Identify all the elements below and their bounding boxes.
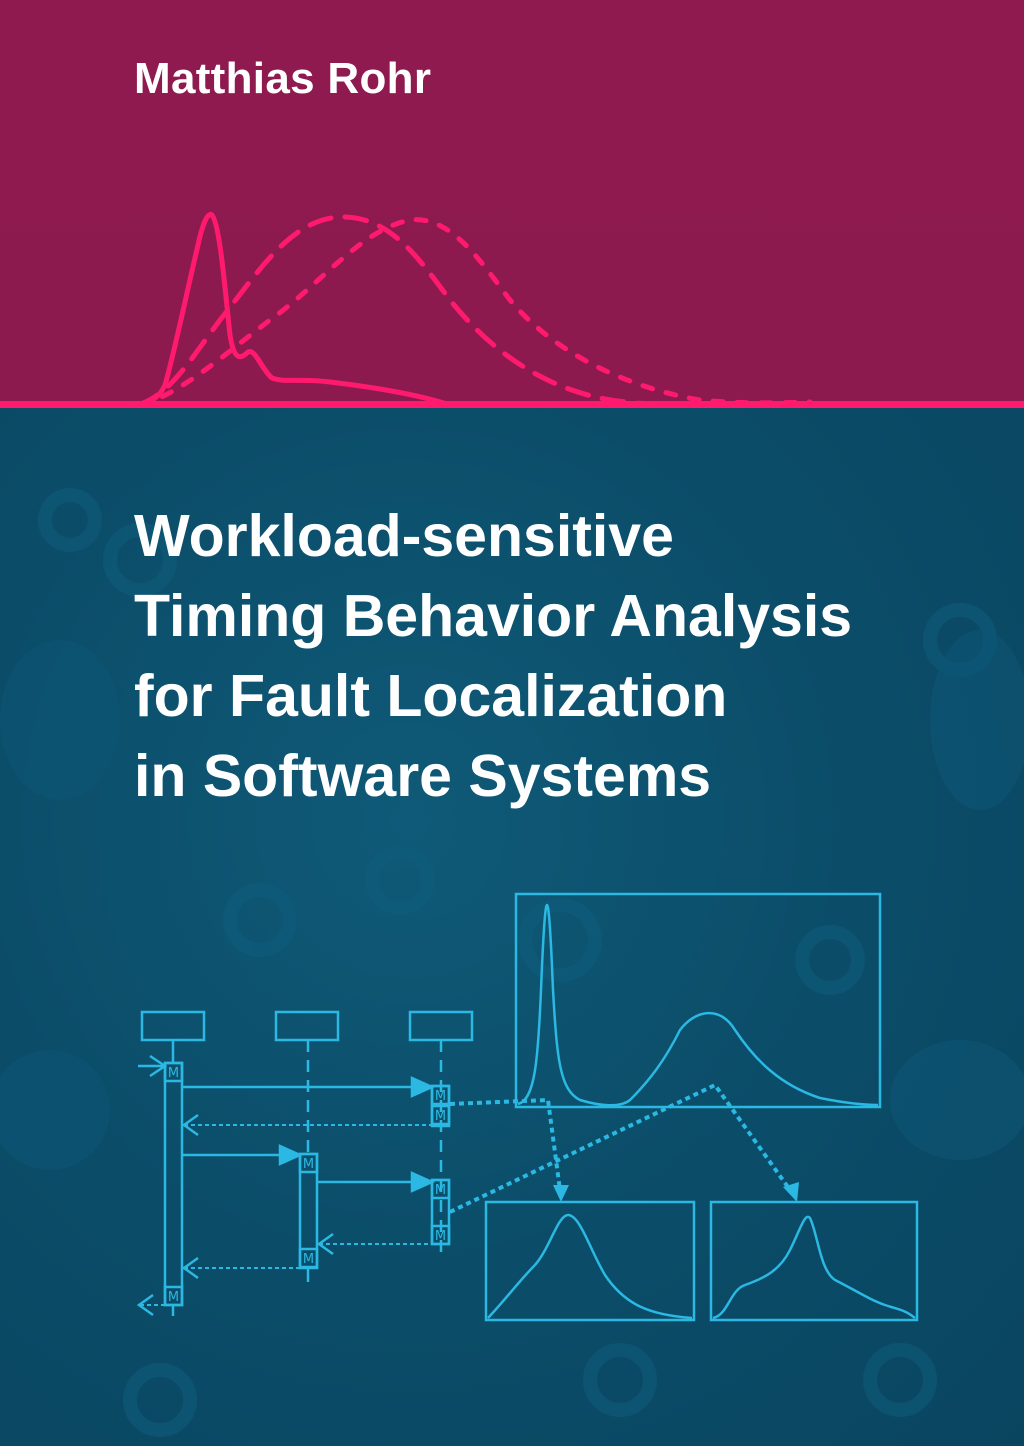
title-line: in Software Systems [134, 743, 712, 809]
activation-bar [163, 1061, 184, 1307]
measurement-marker: M [168, 1290, 179, 1305]
book-title: Workload-sensitive Timing Behavior Analy… [134, 496, 852, 816]
dashed-distribution-curve [135, 214, 703, 408]
top-band [0, 0, 1024, 405]
workload-distribution-plot-1 [484, 1200, 696, 1322]
measurement-marker: M [303, 1157, 314, 1172]
timing-distribution-curves [0, 211, 1024, 408]
dotted-distribution-curve [137, 217, 813, 408]
title-line: for Fault Localization [134, 663, 728, 729]
workload-distribution-plot-2 [709, 1200, 919, 1322]
measurement-marker: M [168, 1066, 179, 1081]
measurement-marker: M [435, 1229, 446, 1244]
combined-distribution-plot [514, 892, 882, 1109]
lifeline-head-1 [140, 1010, 206, 1042]
author-name: Matthias Rohr [134, 54, 432, 103]
lifeline-head-3 [408, 1010, 474, 1042]
solid-distribution-curve [132, 211, 453, 408]
lifeline-head-2 [274, 1010, 340, 1042]
measurement-marker: M [435, 1109, 446, 1124]
divider-line [0, 401, 1024, 408]
title-line: Timing Behavior Analysis [134, 583, 853, 649]
measurement-marker: M [435, 1183, 446, 1198]
measurement-marker: M [303, 1252, 314, 1267]
measurement-marker: M [435, 1089, 446, 1104]
title-line: Workload-sensitive [134, 503, 674, 569]
